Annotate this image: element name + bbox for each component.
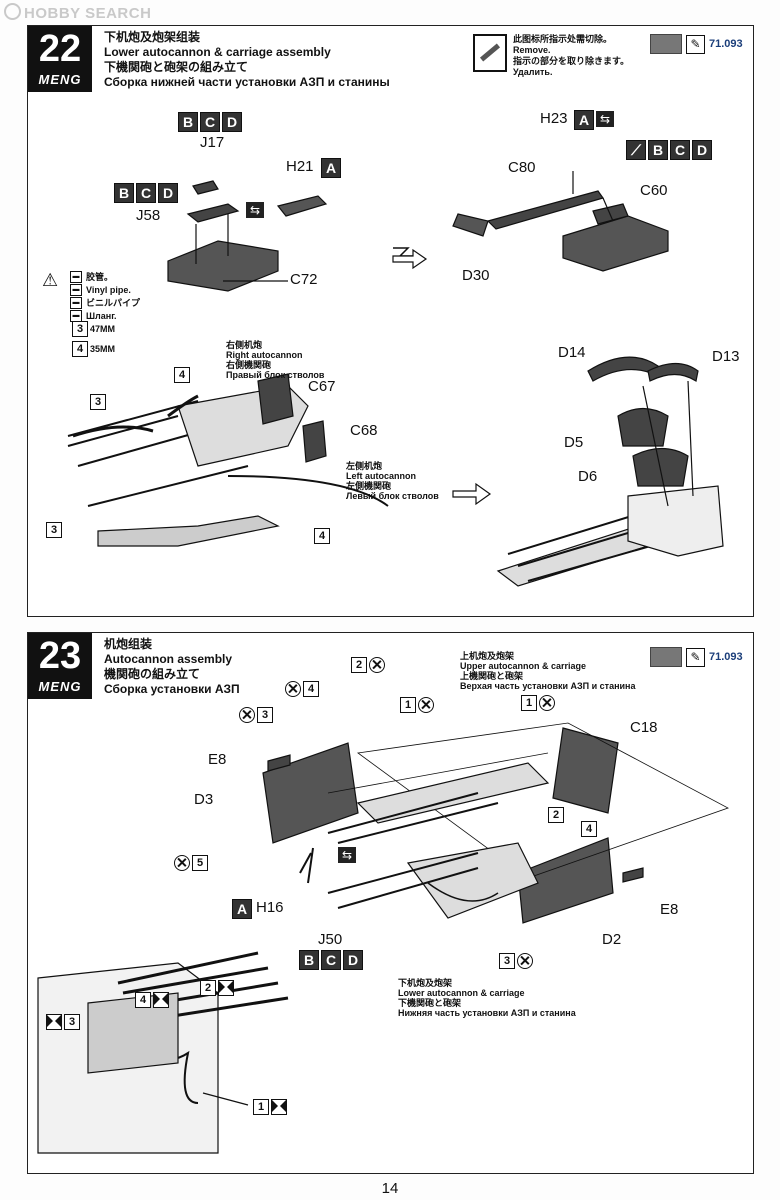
option-boxes: B C D [299,950,363,970]
right-autocannon-caption: 右侧机炮 Right autocannon 右側機関砲 Правый блок … [226,340,325,380]
no-glue-icon [239,707,255,723]
vinyl-pipe-icon: ▬ [70,284,82,296]
cut-icon [473,34,507,72]
option-2-no-glue: 2 [351,657,385,673]
part-label: C60 [640,182,668,199]
remove-notice: 此图标所指示处需切除。 Remove. 指示の部分を取り除きます。 Удалит… [473,34,629,78]
part-label: J50 [318,931,343,948]
page-number: 14 [381,1180,399,1197]
step-23-title: 机炮组装 Autocannon assembly 機関砲の組み立て Сборка… [104,637,240,696]
part-label: C68 [350,422,378,439]
part-label: E8 [660,901,679,918]
option-1-glue-point: 1 [253,1099,287,1115]
part-label: D3 [194,791,214,808]
cut-icon: ⟋ [626,140,646,160]
option-2-glue-point: 2 [200,980,234,996]
part-label: C18 [630,719,658,736]
part-label: D2 [602,931,622,948]
option-3-glue-point: 3 [46,1014,80,1030]
step-23-panel: 23 MENG 机炮组装 Autocannon assembly 機関砲の組み立… [27,632,754,1174]
option-1-no-glue: 1 [400,697,434,713]
no-glue-icon [418,697,434,713]
option-4-glue-point: 4 [135,992,169,1008]
option-1-no-glue: 1 [521,695,555,711]
swap-arrow-icon: ⇆ [246,202,264,218]
swap-arrow-icon: ⇆ [596,111,614,127]
part-label: E8 [208,751,227,768]
glue-point-icon [153,992,169,1008]
step-22-panel: 22 MENG 下机炮及炮架组装 Lower autocannon & carr… [27,25,754,617]
part-label: H23 [540,110,568,127]
legend: ▬胶管。 ▬Vinyl pipe. ▬ビニルパイプ ▬Шланг. [70,271,140,327]
part-label: D30 [462,267,490,284]
option-3-no-glue: 3 [499,953,533,969]
no-glue-icon [517,953,533,969]
part-label: D6 [578,468,598,485]
part-label: J58 [136,207,161,224]
paint-callout: ✎ 71.093 [650,647,743,667]
vinyl-pipe-icon: ▬ [70,297,82,309]
option-5-no-glue: 5 [174,855,208,871]
part-label: D13 [712,348,740,365]
no-glue-icon [174,855,190,871]
option-number: 4 [581,821,597,837]
no-glue-icon [539,695,555,711]
option-number: 3 [90,394,106,410]
step-23-illustration [37,722,729,1154]
part-label: C72 [290,271,318,288]
warning-icon: ⚠ [42,270,59,290]
vinyl-pipe-icon: ▬ [70,271,82,283]
lower-autocannon-caption: 下机炮及炮架 Lower autocannon & carriage 下機関砲と… [398,978,576,1018]
part-label: H21 [286,158,314,175]
option-number: 4 [174,367,190,383]
step-22-illustration [67,171,724,587]
part-label: D5 [564,434,584,451]
paint-callout: ✎ 71.093 [650,34,743,54]
option-boxes: ⟋ B C D [626,140,712,160]
glue-point-icon [46,1014,62,1030]
step-22-badge: 22 MENG [28,26,92,92]
option-number: 3 [46,522,62,538]
left-autocannon-caption: 左侧机炮 Left autocannon 左側機関砲 Левый блок ст… [346,461,439,501]
brush-icon: ✎ [686,34,705,54]
brush-icon: ✎ [686,647,705,667]
option-boxes: B C D [114,183,178,203]
paint-swatch [650,34,682,54]
no-glue-icon [285,681,301,697]
part-label: J17 [200,134,225,151]
upper-autocannon-caption: 上机炮及炮架 Upper autocannon & carriage 上機関砲と… [460,651,636,691]
watermark: HOBBY SEARCH [4,3,151,22]
option-3-no-glue: 3 [239,707,273,723]
glue-point-icon [218,980,234,996]
option-box: A [574,110,594,130]
option-box: A [232,899,252,919]
part-label: C67 [308,378,336,395]
no-glue-icon [369,657,385,673]
step-22-title: 下机炮及炮架组装 Lower autocannon & carriage ass… [104,30,390,89]
glue-point-icon [271,1099,287,1115]
option-boxes: B C D [178,112,242,132]
option-number: 4 [314,528,330,544]
option-box: A [321,158,341,178]
watermark-logo-icon [4,3,21,20]
part-label: H16 [256,899,284,916]
step-23-badge: 23 MENG [28,633,92,699]
part-label: D14 [558,344,586,361]
paint-swatch [650,647,682,667]
part-label: C80 [508,159,536,176]
swap-arrow-icon: ⇆ [338,847,356,863]
option-4-no-glue: 4 [285,681,319,697]
option-number: 2 [548,807,564,823]
